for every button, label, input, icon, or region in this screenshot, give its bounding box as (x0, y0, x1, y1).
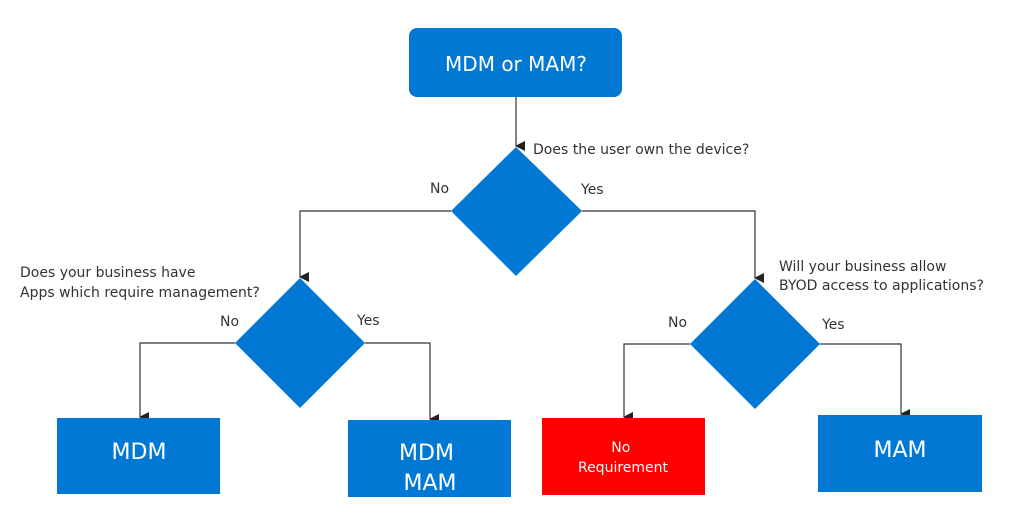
decision-apps-question-line: Does your business have (20, 265, 195, 281)
outcome-no-requirement-label-line: Requirement (578, 460, 669, 476)
outcome-mdm-mam-shape (348, 420, 511, 497)
outcome-mdm-mam-label-line: MDM (399, 441, 454, 466)
edge-apps-yes-label: Yes (356, 313, 380, 329)
root-node-shape (409, 28, 622, 97)
decision-ownership-question: Does the user own the device? (533, 142, 749, 158)
decision-apps-question: Does your business have Apps which requi… (20, 265, 260, 301)
outcome-mdm-label: MDM (112, 440, 167, 465)
edge-ownership-yes-label: Yes (580, 182, 604, 198)
edge-byod-yes (820, 343, 910, 419)
edge-apps-no (139, 342, 235, 422)
decision-ownership[interactable] (451, 147, 582, 276)
decision-ownership-shape (451, 147, 582, 276)
outcome-no-requirement-shape (542, 418, 705, 495)
outcome-mam-shape (818, 415, 982, 492)
edge-ownership-no-label: No (430, 181, 449, 197)
edge-byod-no-label: No (668, 315, 687, 331)
root-node-label: MDM or MAM? (445, 52, 587, 76)
edge-apps-no-label: No (220, 314, 239, 330)
decision-apps[interactable] (235, 278, 365, 408)
decision-byod-shape (690, 279, 820, 409)
outcome-no-requirement-label-line: No (611, 440, 630, 456)
decision-byod-question-line: BYOD access to applications? (779, 278, 984, 294)
outcome-mdm[interactable]: MDM (57, 418, 220, 494)
decision-apps-shape (235, 278, 365, 408)
outcome-mdm-mam-label-line: MAM (403, 471, 456, 496)
edge-byod-yes-label: Yes (821, 317, 845, 333)
outcome-mdm-shape (57, 418, 220, 494)
edge-apps-yes (365, 342, 439, 424)
decision-byod-question-line: Will your business allow (779, 259, 946, 275)
edge-ownership-yes (582, 210, 764, 283)
edge-byod-no (623, 343, 690, 422)
outcome-mam[interactable]: MAM (818, 415, 982, 492)
outcome-mdm-mam-label: MDM MAM (399, 441, 461, 496)
decision-byod[interactable] (690, 279, 820, 409)
decision-apps-question-line: Apps which require management? (20, 285, 260, 301)
decision-byod-question: Will your business allow BYOD access to … (779, 259, 984, 294)
root-node[interactable]: MDM or MAM? (409, 28, 622, 97)
edge-ownership-no (299, 210, 451, 282)
outcome-no-requirement-label: No Requirement (578, 440, 669, 476)
outcome-mam-label: MAM (873, 438, 926, 463)
outcome-no-requirement[interactable]: No Requirement (542, 418, 705, 495)
outcome-mdm-mam[interactable]: MDM MAM (348, 420, 511, 497)
